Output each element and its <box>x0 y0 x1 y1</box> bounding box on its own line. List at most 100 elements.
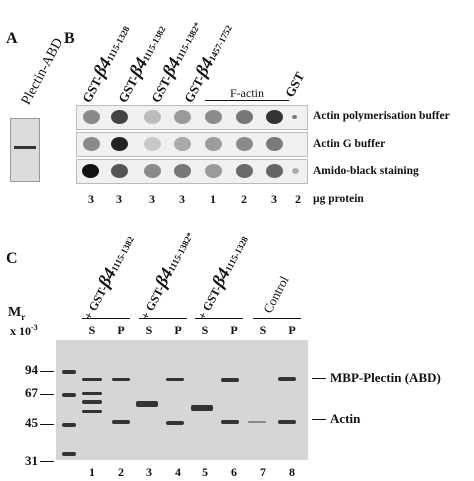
panel-b-label: B <box>64 30 75 47</box>
sds-page-gel <box>56 340 308 460</box>
protein-amount: 3 <box>116 192 122 206</box>
lane-2-band <box>112 378 130 381</box>
mw-marker-67: 67 <box>25 385 38 400</box>
dot-r2-c7 <box>266 137 283 151</box>
lane-number: 6 <box>231 465 237 479</box>
dot-r1-c2 <box>111 110 128 124</box>
dot-r1-c8 <box>292 115 297 119</box>
dot-r2-c6 <box>236 137 253 151</box>
lane-1-band <box>82 400 102 404</box>
dot-r1-c7 <box>266 110 283 124</box>
protein-amount: 3 <box>149 192 155 206</box>
mr-label: Mr <box>8 305 26 322</box>
lane-6-band <box>221 420 239 424</box>
group-header-1115-1382: + GST-β41115-1382 <box>80 234 137 323</box>
lane-4-band <box>166 421 184 425</box>
dot-r1-c5 <box>205 110 222 124</box>
group-header-1115-1328: + GST-β41115-1328 <box>194 234 251 323</box>
lane-8-band <box>278 377 296 381</box>
plectin-abd-band <box>14 146 36 149</box>
protein-amount: 3 <box>88 192 94 206</box>
dot-r2-c2 <box>111 137 128 151</box>
dot-r3-c1 <box>82 164 99 178</box>
dot-r3-c4 <box>174 164 191 178</box>
gst-label: GST <box>281 69 308 100</box>
factin-label: F-actin <box>230 86 264 100</box>
protein-unit-label: µg protein <box>313 193 364 205</box>
panel-a-gel-strip <box>10 118 40 182</box>
mw-tick <box>40 371 54 372</box>
group-bracket <box>139 318 187 319</box>
protein-amount: 3 <box>271 192 277 206</box>
lane-number: 7 <box>260 465 266 479</box>
p-label: P <box>117 323 125 337</box>
s-label: S <box>259 323 267 337</box>
marker-band <box>62 393 76 397</box>
dot-r2-c5 <box>205 137 222 151</box>
p-label: P <box>288 323 296 337</box>
marker-band <box>62 452 76 456</box>
mw-marker-45: 45 <box>25 415 38 430</box>
lane-number: 3 <box>146 465 152 479</box>
group-bracket <box>253 318 301 319</box>
panel-a-label: A <box>6 30 18 47</box>
lane-1-band <box>82 410 102 413</box>
lane-7-band <box>248 421 266 423</box>
lane-6-band <box>221 378 239 382</box>
protein-amount: 2 <box>241 192 247 206</box>
lane-3-band <box>136 401 158 407</box>
dot-r3-c3 <box>144 164 161 178</box>
lane-1-band <box>82 378 102 381</box>
dot-r1-c6 <box>236 110 253 124</box>
marker-band <box>62 423 76 427</box>
dot-r3-c5 <box>205 164 222 178</box>
protein-amount: 2 <box>295 192 301 206</box>
lane-number: 2 <box>118 465 124 479</box>
row-label-amido-black: Amido-black staining <box>313 165 419 177</box>
lane-2-band <box>112 420 130 424</box>
s-label: S <box>201 323 209 337</box>
mw-tick <box>40 424 54 425</box>
lane-4-band <box>166 378 184 381</box>
p-label: P <box>174 323 182 337</box>
factin-bracket <box>205 100 289 101</box>
dot-r2-c4 <box>174 137 191 151</box>
row-label-polymerisation: Actin polymerisation buffer <box>313 110 450 122</box>
mw-marker-31: 31 <box>25 453 38 468</box>
lane-number: 1 <box>89 465 95 479</box>
s-label: S <box>145 323 153 337</box>
actin-annotation: Actin <box>330 411 361 426</box>
lane-5-band <box>191 405 213 411</box>
lane-number: 8 <box>289 465 295 479</box>
protein-amount: 3 <box>179 192 185 206</box>
group-bracket <box>82 318 130 319</box>
dot-r3-c8 <box>292 168 299 174</box>
protein-amount: 1 <box>210 192 216 206</box>
mbp-arrow-line <box>312 378 326 379</box>
mw-tick <box>40 394 54 395</box>
mw-tick <box>40 461 54 462</box>
lane-number: 5 <box>202 465 208 479</box>
group-header-1115-1382-star: + GST-β41115-1382* <box>137 230 196 323</box>
dot-r2-c1 <box>83 137 100 151</box>
dot-r3-c7 <box>266 164 283 178</box>
group-bracket <box>195 318 243 319</box>
lane-number: 4 <box>175 465 181 479</box>
marker-band <box>62 370 76 374</box>
dot-r3-c6 <box>236 164 253 178</box>
p-label: P <box>230 323 238 337</box>
lane-1-band <box>82 392 102 395</box>
actin-arrow-line <box>312 419 326 420</box>
group-header-control: Control <box>259 273 292 316</box>
mr-scale-label: x 10-3 <box>10 323 38 338</box>
dot-r2-c3 <box>144 137 161 151</box>
lane-8-band <box>278 420 296 424</box>
row-label-actin-g: Actin G buffer <box>313 138 386 150</box>
dot-r1-c1 <box>83 110 100 124</box>
dot-r3-c2 <box>111 164 128 178</box>
dot-r1-c3 <box>144 110 161 124</box>
mw-marker-94: 94 <box>25 362 38 377</box>
dot-r1-c4 <box>174 110 191 124</box>
panel-c-label: C <box>6 250 18 267</box>
plectin-abd-header: Plectin-ABD <box>18 35 67 108</box>
